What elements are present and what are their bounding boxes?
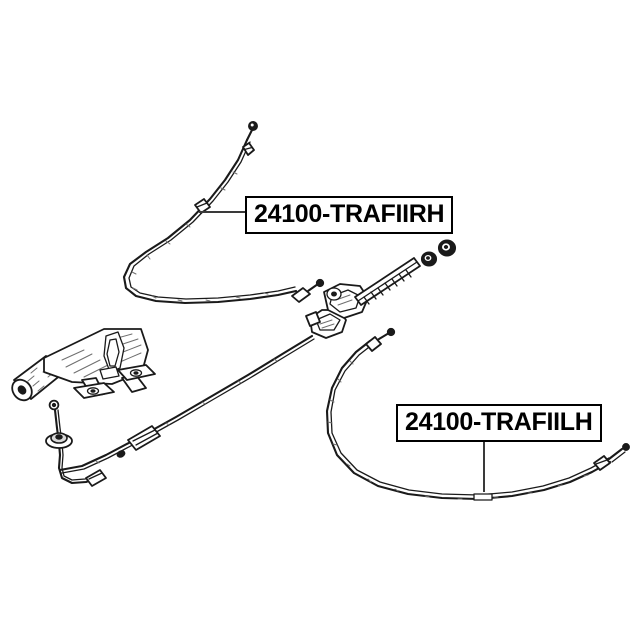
lever-mounting-bracket bbox=[73, 364, 156, 399]
lh-cable-right-terminal bbox=[607, 443, 630, 463]
part-number-label-lh: 24100-TRAFIILH bbox=[396, 404, 602, 442]
rh-cable-lower-terminal bbox=[291, 278, 325, 303]
adjuster-nut-inner bbox=[420, 251, 438, 267]
lh-cable-mid-ferrule bbox=[593, 455, 611, 471]
threaded-adjuster-rod bbox=[354, 257, 421, 306]
lever-cable bbox=[45, 399, 107, 487]
lh-cable-leader-crimp bbox=[473, 493, 493, 501]
lh-cable-upper-terminal bbox=[365, 327, 396, 352]
front-cable-bead bbox=[116, 450, 126, 458]
rh-cable-mid-ferrule bbox=[194, 198, 211, 214]
left-hand-parking-brake-cable bbox=[325, 327, 630, 501]
lever-cable-eye-terminal bbox=[48, 399, 60, 411]
right-hand-parking-brake-cable bbox=[122, 121, 325, 305]
front-cable-barrel-adjuster bbox=[127, 425, 161, 451]
rh-cable-upper-ferrule bbox=[242, 142, 255, 156]
front-parking-brake-cable bbox=[58, 334, 315, 474]
parking-brake-lever-assembly bbox=[11, 328, 156, 402]
cable-equalizer-assembly bbox=[305, 239, 457, 339]
lever-cable-end-crimp bbox=[85, 469, 107, 487]
equalizer-lower-yoke bbox=[305, 309, 347, 339]
lever-cable-grommet bbox=[45, 432, 73, 449]
part-number-label-rh: 24100-TRAFIIRH bbox=[245, 196, 454, 234]
adjuster-nut-outer bbox=[437, 239, 457, 257]
equalizer-clevis-block bbox=[323, 283, 369, 319]
rh-cable-upper-terminal bbox=[245, 121, 258, 142]
